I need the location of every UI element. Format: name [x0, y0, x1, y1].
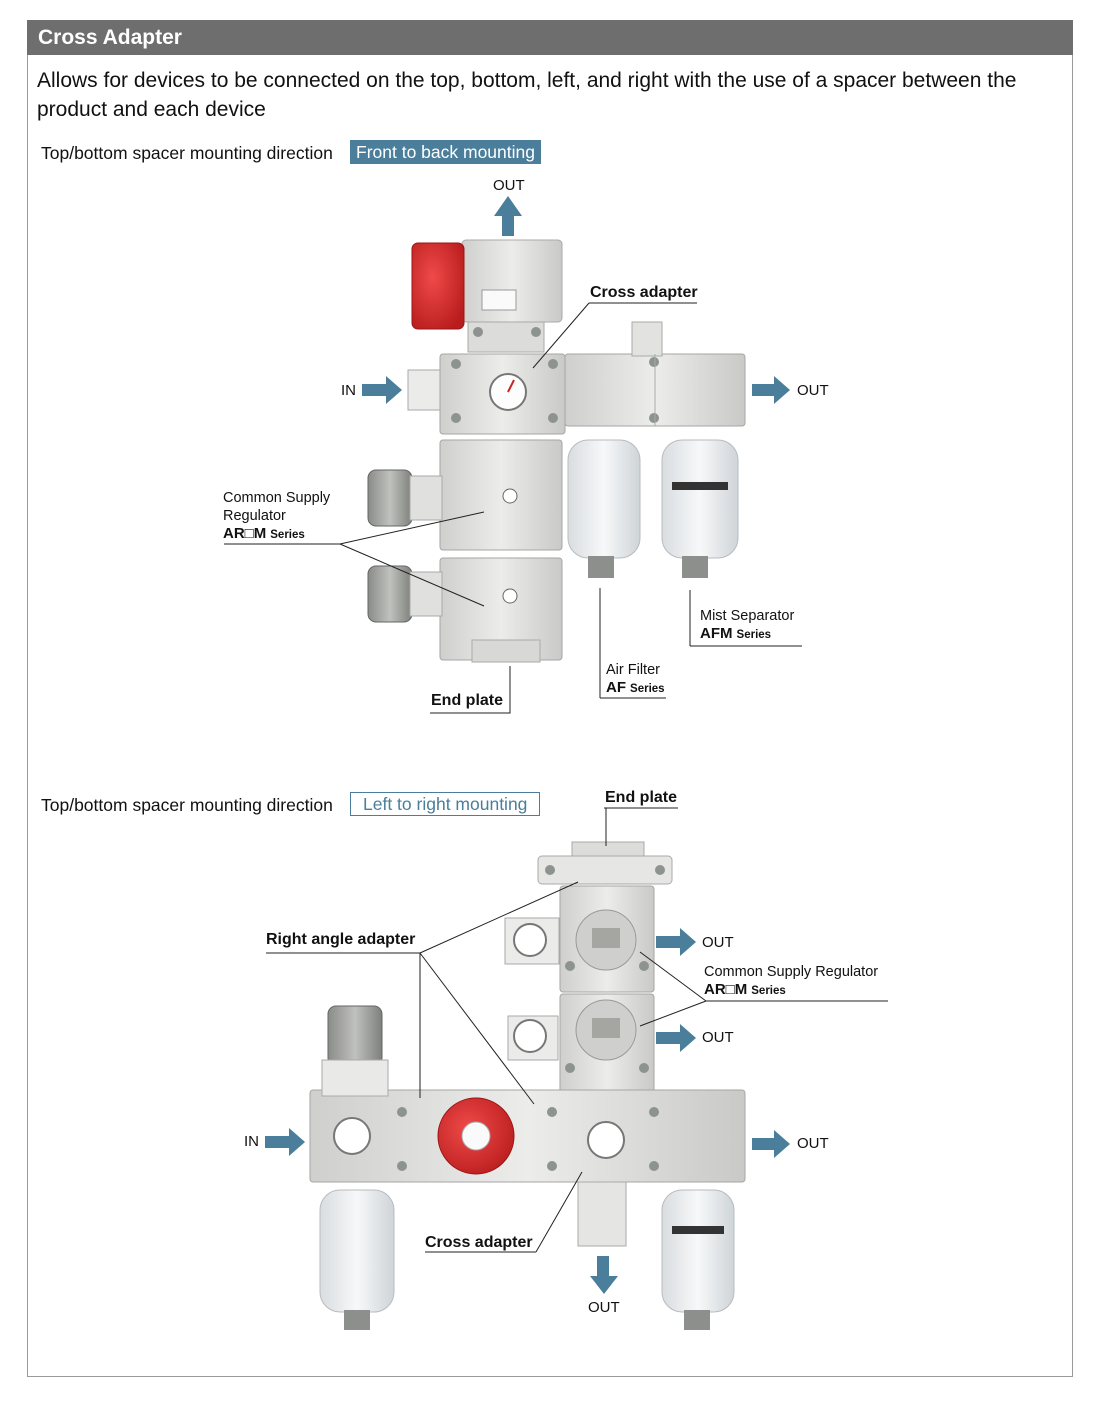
section2-mounting-badge: Left to right mounting: [350, 792, 541, 816]
filter-caption-line1: Air Filter: [606, 662, 660, 678]
regulator2-model: AR□M: [704, 981, 748, 998]
regulator-model: AR□M: [223, 525, 267, 542]
section2-out-label-1: OUT: [702, 934, 734, 951]
section2-illustration: [265, 807, 888, 1330]
mist-model: AFM: [700, 625, 733, 642]
section1-mist-caption: Mist Separator AFM Series: [700, 607, 794, 644]
out-arrow-2a: [656, 928, 696, 956]
section1-regulator-caption: Common Supply Regulator AR□M Series: [223, 489, 330, 544]
out-arrow-2c: [752, 1130, 790, 1158]
regulator-series: Series: [270, 529, 305, 541]
in-arrow-1: [362, 376, 402, 404]
section1-cross-adapter-label: Cross adapter: [590, 284, 698, 301]
section2-regulator-caption: Common Supply Regulator AR□M Series: [704, 963, 878, 1000]
intro-text: Allows for devices to be connected on th…: [37, 69, 1017, 121]
section1-end-plate-label: End plate: [431, 692, 504, 709]
section-title: Cross Adapter: [38, 26, 182, 49]
mist-series: Series: [736, 629, 772, 641]
section1-out-top-label: OUT: [493, 177, 525, 194]
filter-model: AF: [606, 679, 626, 696]
out-arrow-2b: [656, 1024, 696, 1052]
section2-right-angle-label: Right angle adapter: [266, 931, 416, 948]
section2-end-plate-label: End plate: [605, 789, 678, 806]
section1-in-label: IN: [341, 382, 356, 399]
section2-cross-adapter-label: Cross adapter: [425, 1234, 533, 1251]
section1-direction-label: Top/bottom spacer mounting direction: [41, 143, 333, 163]
section1-mounting-badge: Front to back mounting: [350, 140, 541, 164]
section1-out-right-label: OUT: [797, 382, 829, 399]
out-arrow-up-1: [494, 196, 522, 236]
regulator-caption-line1: Common Supply: [223, 490, 331, 506]
in-arrow-2: [265, 1128, 305, 1156]
section1-filter-caption: Air Filter AF Series: [606, 661, 665, 698]
section2-out-label-2: OUT: [702, 1029, 734, 1046]
regulator2-series: Series: [751, 985, 786, 997]
section2-in-label: IN: [244, 1133, 259, 1150]
filter-series: Series: [630, 683, 665, 695]
regulator-caption-line2: Regulator: [223, 508, 286, 524]
section-header: Cross Adapter: [27, 20, 1073, 55]
section2-direction-label: Top/bottom spacer mounting direction: [41, 795, 333, 815]
section2-out-bottom-label: OUT: [588, 1299, 620, 1316]
section2-out-label-3: OUT: [797, 1135, 829, 1152]
mist-caption-line1: Mist Separator: [700, 608, 795, 624]
section1-illustration: [224, 196, 802, 714]
out-arrow-right-1: [752, 376, 790, 404]
out-arrow-down-2: [590, 1256, 618, 1294]
regulator2-caption-line1: Common Supply Regulator: [704, 964, 879, 980]
